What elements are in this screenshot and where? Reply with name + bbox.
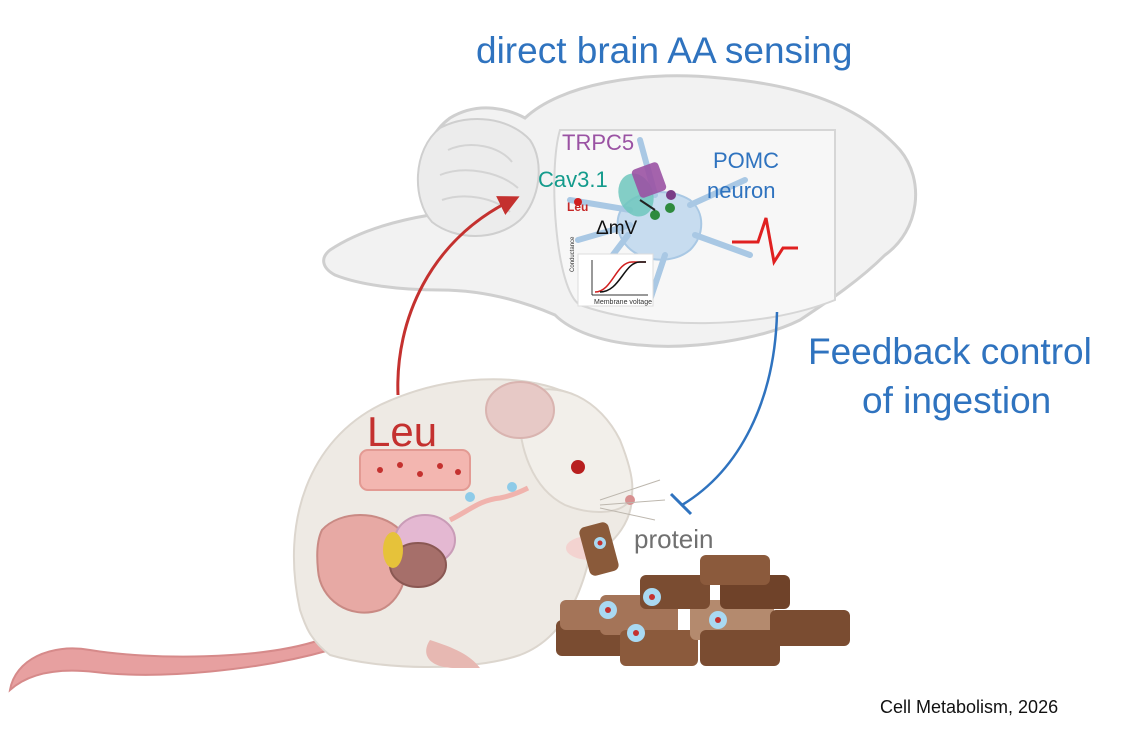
conductance-plot-inset	[577, 253, 654, 307]
vagal-nerve-icon	[448, 485, 530, 523]
inhibition-arrow	[681, 311, 779, 507]
protein-label: protein	[634, 524, 714, 554]
leu-blood-label: Leu	[367, 408, 438, 455]
trpc5-channel-icon	[631, 162, 667, 198]
held-food-pellet	[579, 522, 619, 576]
ion-icon	[666, 190, 676, 200]
leu-to-brain-arrow	[396, 196, 520, 396]
mouse-eye-icon	[571, 460, 585, 474]
ion-icon	[650, 210, 660, 220]
inset-xlabel: Membrane voltage	[594, 299, 652, 306]
protein-food-pile	[556, 555, 850, 666]
trpc5-label: TRPC5	[562, 130, 635, 155]
cav31-label: Cav3.1	[538, 167, 608, 192]
ion-flow-arrow	[639, 199, 656, 211]
leu-molecule-icon	[574, 198, 582, 206]
feedback-label-line1: Feedback control	[808, 331, 1092, 372]
blood-vessel-icon	[359, 449, 471, 491]
citation: Cell Metabolism, 2026	[880, 697, 1059, 717]
action-potential-icon	[732, 217, 798, 267]
feedback-label-line2: of ingestion	[862, 380, 1052, 421]
inset-ylabel: Conductance	[570, 236, 576, 272]
inhibition-bar	[669, 492, 693, 516]
ion-icon	[665, 203, 675, 213]
delta-mv-label: ΔmV	[596, 218, 638, 239]
intestine-icon	[316, 514, 408, 614]
neuron-label: neuron	[707, 178, 776, 203]
leu-neuron-label: Leu	[567, 200, 589, 214]
mouse-ear-icon	[485, 381, 555, 439]
pomc-label: POMC	[713, 148, 779, 173]
diagram-title: direct brain AA sensing	[476, 30, 853, 71]
mouse-illustration	[8, 378, 666, 693]
